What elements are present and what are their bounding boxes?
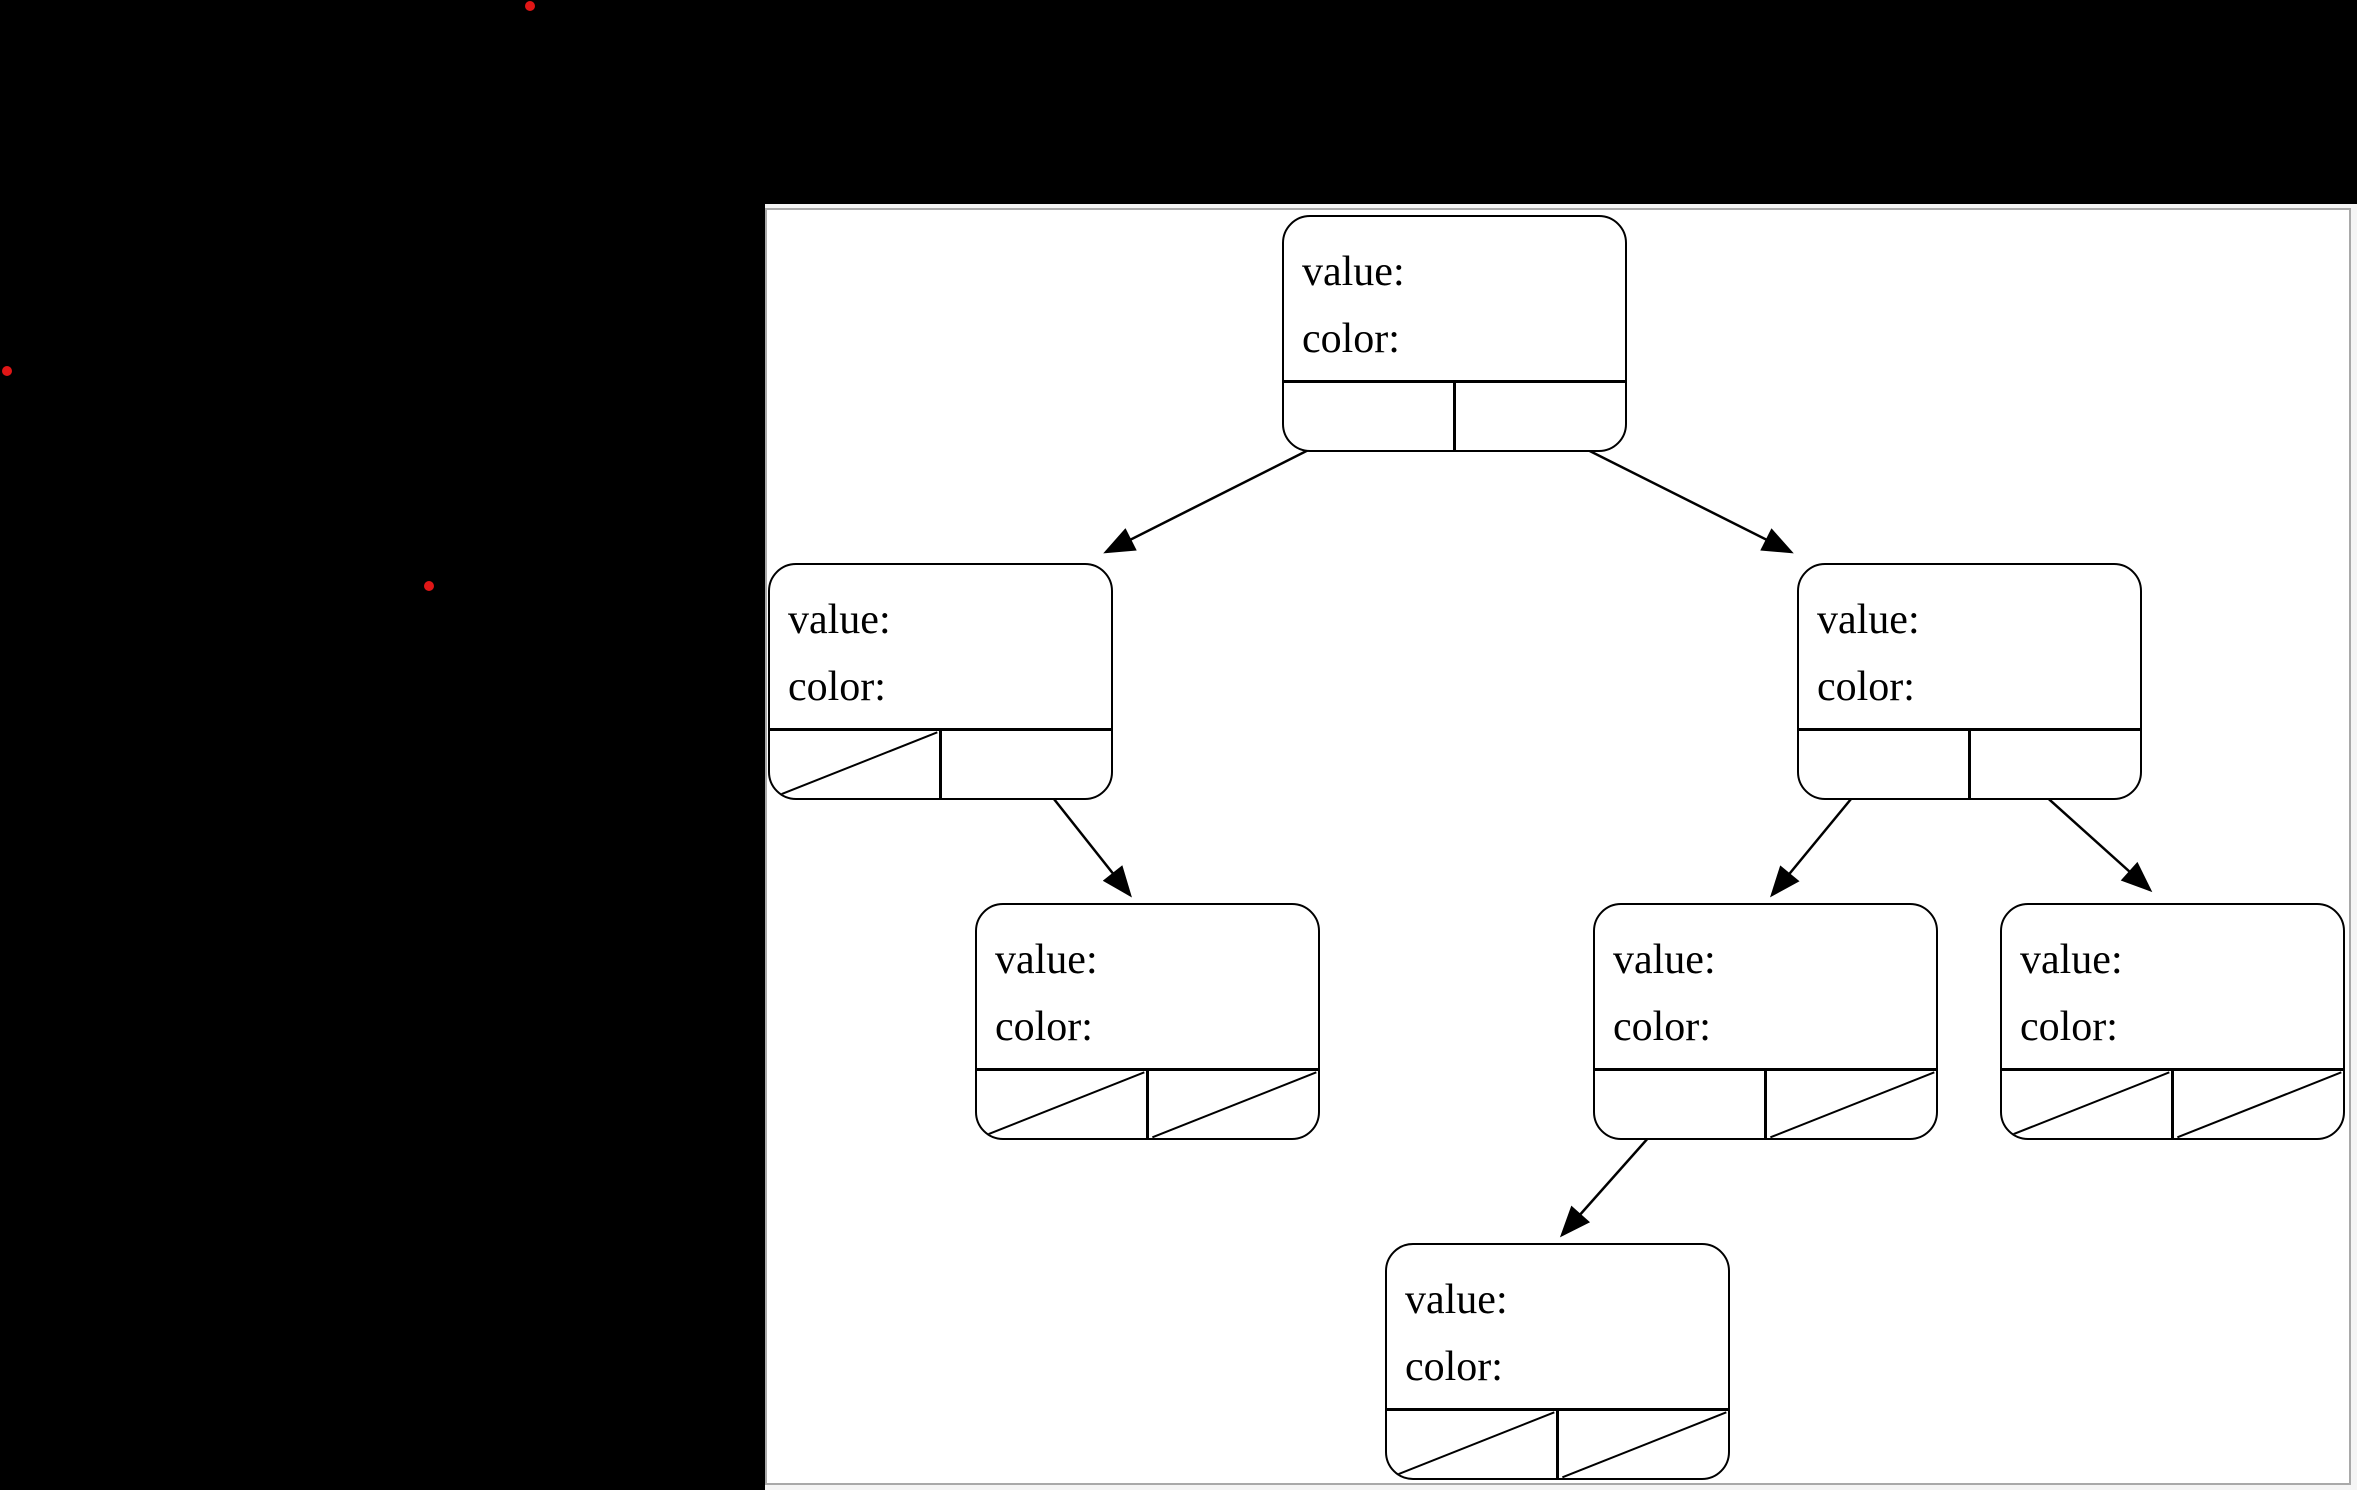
color-label: color: — [1302, 316, 1400, 362]
left-pointer-cell — [1799, 731, 1971, 798]
null-slash-icon — [1149, 1071, 1318, 1138]
left-pointer-cell — [1284, 383, 1456, 450]
tree-node-right-left: value: color: — [1593, 903, 1938, 1140]
node-labels: value: color: — [770, 565, 1111, 753]
pointer-row — [1799, 728, 2140, 798]
node-labels: value: color: — [1387, 1245, 1728, 1433]
color-label: color: — [1613, 1004, 1711, 1050]
right-pointer-cell — [2174, 1071, 2343, 1138]
node-labels: value: color: — [1799, 565, 2140, 753]
color-label: color: — [2020, 1004, 2118, 1050]
pointer-row — [977, 1068, 1318, 1138]
null-slash-icon — [1559, 1411, 1728, 1478]
red-dot-marker — [424, 581, 434, 591]
right-pointer-cell — [1767, 1071, 1936, 1138]
color-label: color: — [1405, 1344, 1503, 1390]
null-slash-icon — [1387, 1411, 1556, 1478]
value-label: value: — [788, 597, 891, 643]
value-label: value: — [995, 937, 1098, 983]
node-labels: value: color: — [977, 905, 1318, 1093]
tree-node-root: value: color: — [1282, 215, 1627, 452]
value-label: value: — [1613, 937, 1716, 983]
node-labels: value: color: — [1595, 905, 1936, 1093]
node-labels: value: color: — [2002, 905, 2343, 1093]
left-pointer-cell — [770, 731, 942, 798]
value-label: value: — [1817, 597, 1920, 643]
right-pointer-cell — [1456, 383, 1625, 450]
left-pointer-cell — [1595, 1071, 1767, 1138]
null-slash-icon — [1767, 1071, 1936, 1138]
tree-node-left: value: color: — [768, 563, 1113, 800]
right-pointer-cell — [942, 731, 1111, 798]
color-label: color: — [1817, 664, 1915, 710]
tree-node-left-right: value: color: — [975, 903, 1320, 1140]
red-dot-marker — [525, 1, 535, 11]
value-label: value: — [2020, 937, 2123, 983]
right-pointer-cell — [1971, 731, 2140, 798]
tree-node-right-right: value: color: — [2000, 903, 2345, 1140]
pointer-row — [1595, 1068, 1936, 1138]
value-label: value: — [1405, 1277, 1508, 1323]
color-label: color: — [995, 1004, 1093, 1050]
null-slash-icon — [2174, 1071, 2343, 1138]
right-pointer-cell — [1149, 1071, 1318, 1138]
pointer-row — [770, 728, 1111, 798]
color-label: color: — [788, 664, 886, 710]
pointer-row — [1387, 1408, 1728, 1478]
null-slash-icon — [977, 1071, 1146, 1138]
pointer-row — [1284, 380, 1625, 450]
node-labels: value: color: — [1284, 217, 1625, 405]
right-pointer-cell — [1559, 1411, 1728, 1478]
null-slash-icon — [770, 731, 939, 798]
tree-node-right: value: color: — [1797, 563, 2142, 800]
value-label: value: — [1302, 249, 1405, 295]
left-pointer-cell — [2002, 1071, 2174, 1138]
left-pointer-cell — [1387, 1411, 1559, 1478]
red-dot-marker — [2, 366, 12, 376]
tree-node-right-left-left: value: color: — [1385, 1243, 1730, 1480]
left-pointer-cell — [977, 1071, 1149, 1138]
pointer-row — [2002, 1068, 2343, 1138]
null-slash-icon — [2002, 1071, 2171, 1138]
